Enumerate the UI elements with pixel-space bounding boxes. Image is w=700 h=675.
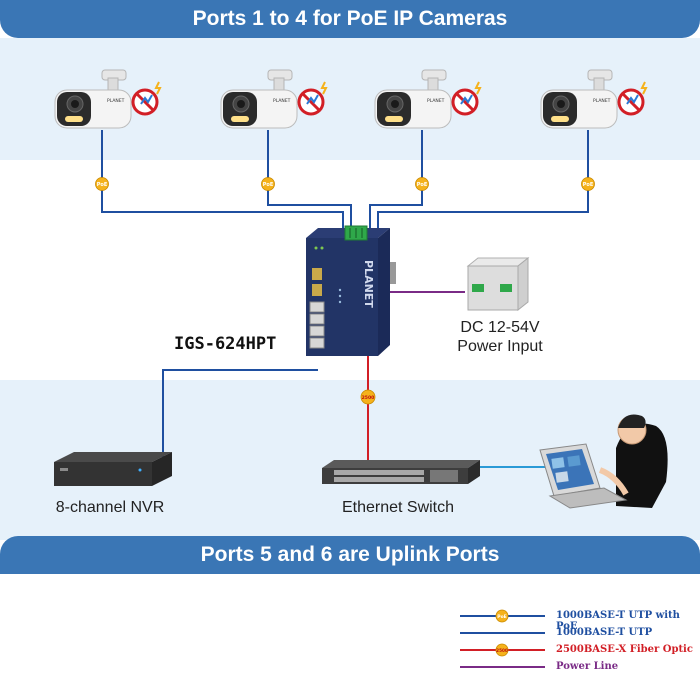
poe-badge-2: PoE <box>261 177 275 191</box>
bottom-banner: Ports 5 and 6 are Uplink Ports <box>0 536 700 574</box>
poe-badge-text: PoE <box>583 182 594 188</box>
legend-fiber-badge: 2500 <box>495 643 509 657</box>
poe-badge-1: PoE <box>95 177 109 191</box>
camera-brand-text: PLANET <box>427 98 445 104</box>
ip-camera-3: PLANET <box>374 69 482 129</box>
camera-brand-text: PLANET <box>593 98 611 104</box>
top-banner: Ports 1 to 4 for PoE IP Cameras <box>0 0 700 38</box>
switch-brand-text: PLANET <box>362 260 375 308</box>
industrial-poe-switch: PLANET <box>306 225 396 356</box>
legend-badge-text: 2500 <box>496 648 508 653</box>
poe-badge-group: PoE PoE PoE PoE 2500 <box>95 177 595 405</box>
fiber-badge: 2500 <box>360 389 376 405</box>
legend: PoE 2500 <box>460 609 545 668</box>
legend-label-poe: 1000BASE-T UTP with PoE <box>556 610 680 632</box>
legend-label-power: Power Line <box>556 661 619 672</box>
fiber-badge-text: 2500 <box>362 395 375 401</box>
poe-badge-4: PoE <box>581 177 595 191</box>
poe-cable-4 <box>377 130 589 232</box>
poe-cable-1 <box>101 130 344 232</box>
poe-cable-3 <box>369 130 423 232</box>
legend-label-fiber: 2500BASE-X Fiber Optic <box>556 644 693 655</box>
power-input-label: DC 12-54V Power Input <box>457 319 543 355</box>
legend-label-utp: 1000BASE-T UTP <box>556 627 653 638</box>
ip-camera-1: PLANET <box>54 69 162 129</box>
ethernet-switch-label: Ethernet Switch <box>341 499 455 516</box>
legend-badge-text: PoE <box>497 614 506 620</box>
ip-camera-2: PLANET <box>220 69 328 129</box>
ip-camera-4: PLANET <box>540 69 648 129</box>
poe-badge-text: PoE <box>417 182 428 188</box>
poe-badge-text: PoE <box>263 182 274 188</box>
poe-badge-3: PoE <box>415 177 429 191</box>
din-power-supply <box>466 256 530 312</box>
camera-brand-text: PLANET <box>273 98 291 104</box>
monitoring-operator <box>539 414 668 509</box>
nvr-cable <box>162 369 318 460</box>
nvr-device <box>54 452 172 486</box>
switch-model-label: IGS-624HPT <box>174 334 277 354</box>
poe-badge-text: PoE <box>97 182 108 188</box>
ethernet-switch-device <box>322 460 480 484</box>
poe-cable-2 <box>267 130 352 232</box>
legend-poe-badge: PoE <box>495 609 509 623</box>
camera-brand-text: PLANET <box>107 98 125 104</box>
nvr-label: 8-channel NVR <box>55 499 165 516</box>
